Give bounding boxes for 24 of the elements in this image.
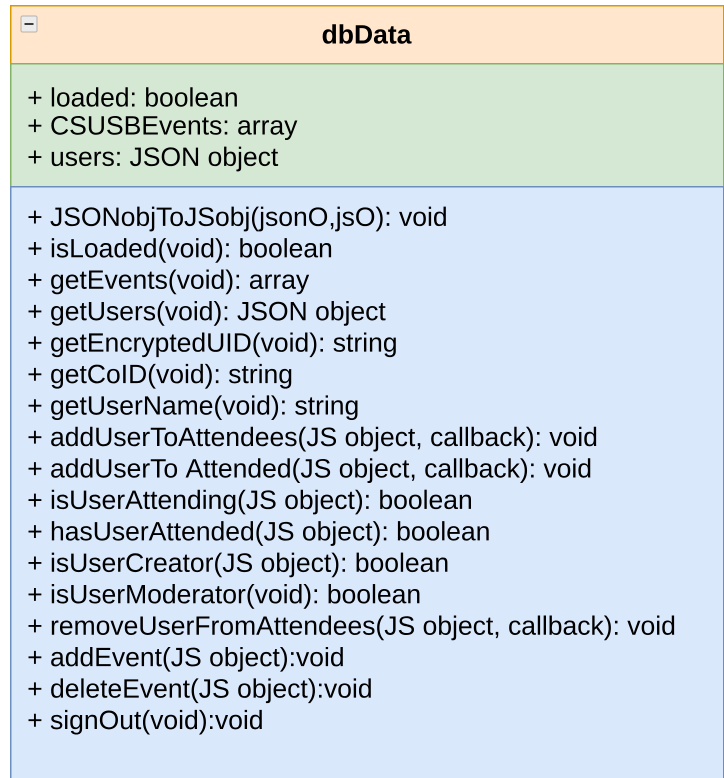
method-text: + JSONobjToJSobj(jsonO,jsO): void bbox=[28, 206, 446, 232]
method-text: + getUsers(void): JSON object bbox=[28, 301, 386, 326]
method-text: + getCoID(void): string bbox=[28, 364, 292, 389]
method-text: + removeUserFromAttendees(JS object, callback): void bbox=[28, 616, 674, 640]
method-text: + isUserAttending(JS object): boolean bbox=[28, 490, 471, 514]
method-text: + isLoaded(void): boolean bbox=[28, 238, 332, 263]
attribute-compartment bbox=[10, 63, 724, 188]
class-header bbox=[10, 5, 724, 64]
method-text: + addEvent(JS object):void bbox=[28, 646, 343, 672]
class-name: dbData bbox=[322, 24, 412, 44]
attribute-text: + CSUSBEvents: array bbox=[28, 116, 298, 140]
method-text: + isUserCreator(JS object): boolean bbox=[28, 552, 448, 578]
attribute-text: + users: JSON object bbox=[28, 146, 278, 172]
method-text: + isUserModerator(void): boolean bbox=[28, 584, 420, 609]
method-text: + signOut(void):void bbox=[28, 710, 262, 735]
method-text: + getUserName(void): string bbox=[28, 395, 358, 420]
method-text: + deleteEvent(JS object):void bbox=[28, 678, 371, 704]
method-text: + getEncryptedUID(void): string bbox=[28, 332, 396, 358]
method-text: + hasUserAttended(JS object): boolean bbox=[28, 521, 489, 546]
method-text: + addUserToAttendees(JS object, callback): void bbox=[28, 426, 596, 452]
method-text: + addUserTo Attended(JS object, callback): void bbox=[28, 458, 590, 483]
method-compartment bbox=[10, 186, 724, 778]
method-text: + getEvents(void): array bbox=[28, 270, 310, 294]
attribute-text: + loaded: boolean bbox=[28, 87, 237, 107]
